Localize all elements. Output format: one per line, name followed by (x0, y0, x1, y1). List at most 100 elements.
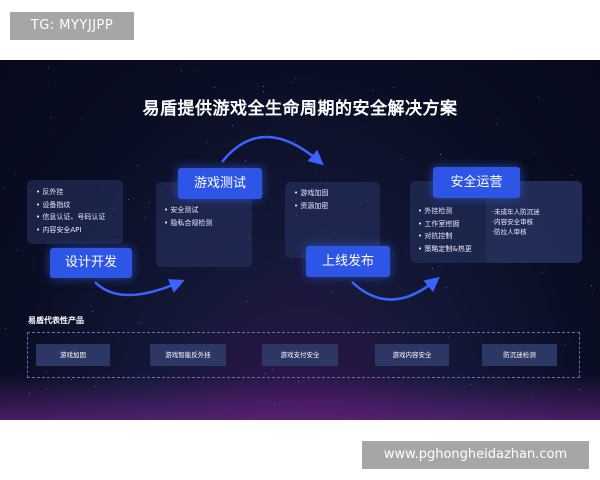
stage-item: • 策略定制&热更 (418, 244, 472, 253)
star-dot (579, 389, 580, 390)
star-dot (137, 165, 138, 166)
star-dot (327, 177, 328, 178)
star-dot (401, 159, 402, 160)
star-dot (14, 174, 15, 175)
star-dot (140, 298, 141, 299)
star-dot (293, 259, 294, 260)
star-dot (440, 154, 441, 155)
stage-item: • 反外挂 (36, 188, 64, 196)
star-dot (76, 318, 77, 319)
star-dot (272, 369, 273, 370)
star-dot (49, 84, 50, 85)
star-dot (538, 97, 539, 98)
star-dot (263, 86, 264, 87)
product-item: 游戏加固 (36, 344, 110, 366)
star-dot (315, 171, 316, 172)
star-dot (292, 82, 293, 83)
flow-arrows (94, 135, 440, 301)
star-dot (274, 403, 275, 404)
star-dot (4, 187, 5, 188)
star-dot (81, 118, 82, 119)
star-dot (265, 373, 266, 374)
star-dot (29, 393, 30, 394)
star-dot (298, 381, 299, 382)
star-dot (145, 217, 146, 218)
star-dot (373, 90, 374, 91)
stage-item: • 外挂检测 (418, 207, 453, 215)
star-dot (589, 218, 590, 219)
star-dot (149, 202, 150, 203)
star-dot (51, 134, 52, 135)
product-item: 游戏支付安全 (262, 344, 338, 366)
star-dot (5, 328, 6, 329)
stage-item: • 对抗控制 (418, 232, 453, 240)
star-dot (432, 268, 433, 269)
stage-item: • 工作室挖掘 (418, 219, 460, 228)
product-item: 游戏内容安全 (375, 344, 449, 366)
watermark-url: www.pghongheidazhan.com (362, 441, 589, 469)
star-dot (197, 69, 198, 70)
watermark-tag: TG: MYYJJPP (10, 12, 134, 40)
stage-item: • 安全测试 (164, 206, 199, 214)
star-dot (591, 285, 592, 286)
star-dot (139, 322, 140, 323)
stage-item: • 隐私合规检测 (164, 218, 213, 227)
arrow-design-to-test (94, 279, 185, 297)
star-dot (280, 104, 281, 105)
stage-item: • 资源加密 (294, 201, 329, 210)
star-dot (245, 160, 246, 161)
star-dot (17, 250, 18, 251)
star-dot (95, 386, 96, 387)
star-dot (393, 87, 394, 88)
product-item: 防沉迷检测 (482, 344, 557, 366)
star-dot (571, 175, 572, 176)
star-dot (92, 311, 93, 312)
stage-label-design: 设计开发 (50, 248, 132, 278)
star-dot (262, 193, 263, 194)
products-container (27, 332, 580, 378)
star-dot (496, 119, 497, 120)
stage-item: • 内容安全API (36, 225, 82, 234)
star-dot (294, 141, 295, 142)
star-dot (269, 92, 270, 93)
bottom-glow (0, 374, 600, 420)
products-section-title: 易盾代表性产品 (28, 316, 84, 325)
star-dot (542, 272, 543, 273)
star-dot (128, 199, 129, 200)
stage-item: ·防拉人审核 (492, 228, 527, 236)
star-dot (71, 379, 72, 380)
star-dot (232, 125, 233, 126)
star-dot (394, 368, 395, 369)
star-dot (535, 153, 536, 154)
star-dot (470, 384, 471, 385)
star-dot (295, 78, 296, 79)
star-dot (48, 67, 49, 68)
stage-item: • 信息认证、号码认证 (36, 213, 106, 221)
star-dot (592, 293, 593, 294)
stage-label-launch: 上线发布 (306, 246, 390, 277)
stage-card-launch: • 游戏加固 • 资源加密 (285, 182, 380, 258)
star-dot (246, 301, 247, 302)
star-dot (46, 371, 47, 372)
star-dot (141, 323, 142, 324)
arrow-launch-to-ops (351, 276, 440, 301)
stage-card-design: • 反外挂 • 设备指纹 • 信息认证、号码认证 • 内容安全API (27, 180, 123, 244)
star-dot (50, 117, 51, 118)
star-dot (390, 108, 391, 109)
star-dot (263, 91, 264, 92)
stage-item: ·内容安全审核 (492, 218, 534, 226)
star-dot (530, 396, 531, 397)
stage-item: • 设备指纹 (36, 200, 71, 209)
arrow-test-to-launch (221, 135, 324, 166)
star-dot (448, 337, 449, 338)
star-dot (133, 198, 134, 199)
diagram-title: 易盾提供游戏全生命周期的安全解决方案 (142, 99, 458, 119)
stage-label-test: 游戏测试 (178, 168, 262, 199)
star-dot (269, 215, 270, 216)
diagram-panel: 易盾提供游戏全生命周期的安全解决方案 • 反外挂 • 设备指纹 • 信息认证、号… (0, 60, 600, 420)
product-item: 游戏智能反外挂 (150, 344, 226, 366)
star-dot (214, 87, 215, 88)
star-dot (446, 287, 447, 288)
stage-item: • 游戏加固 (294, 189, 329, 197)
star-dot (181, 70, 182, 71)
